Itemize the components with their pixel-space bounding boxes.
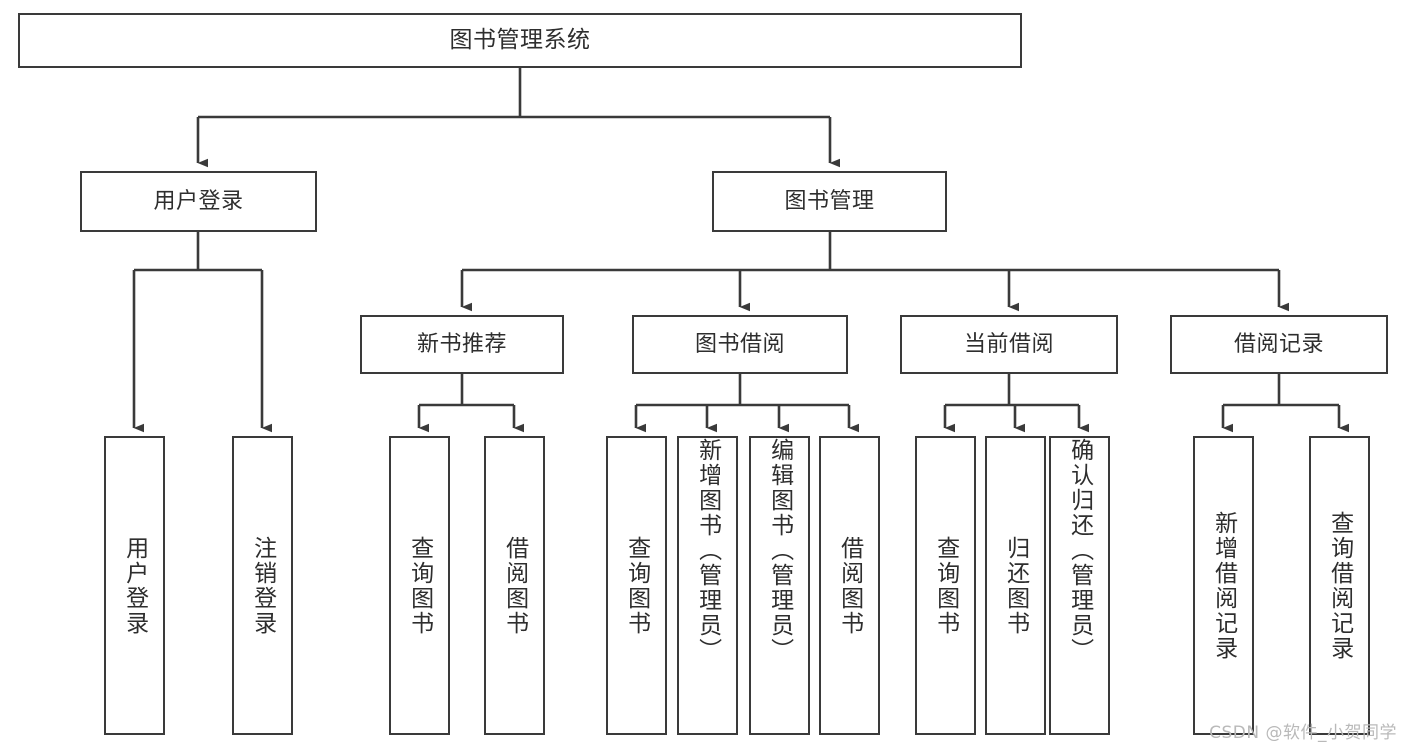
node-leaf-add-book-label: 新增图书（管理员）	[694, 438, 721, 663]
node-book-borrow-label: 图书借阅	[694, 331, 785, 357]
node-root-label: 图书管理系统	[449, 26, 591, 53]
node-leaf-borrow-book-2[interactable]: 借阅图书	[819, 436, 880, 735]
node-leaf-user-login[interactable]: 用户登录	[104, 436, 165, 735]
node-book-borrow[interactable]: 图书借阅	[632, 315, 848, 374]
node-leaf-add-book[interactable]: 新增图书（管理员）	[677, 436, 738, 735]
node-leaf-add-record[interactable]: 新增借阅记录	[1193, 436, 1254, 735]
node-borrow-record-label: 借阅记录	[1233, 331, 1324, 357]
node-user-login[interactable]: 用户登录	[80, 171, 317, 232]
node-new-book-recommend[interactable]: 新书推荐	[360, 315, 564, 374]
node-leaf-return-book[interactable]: 归还图书	[985, 436, 1046, 735]
node-book-manage[interactable]: 图书管理	[712, 171, 947, 232]
node-current-borrow[interactable]: 当前借阅	[900, 315, 1118, 374]
node-leaf-confirm-return-label: 确认归还（管理员）	[1066, 438, 1093, 663]
watermark-text: CSDN @软件_小贺同学	[1209, 723, 1397, 743]
node-new-book-recommend-label: 新书推荐	[416, 331, 507, 357]
node-leaf-borrow-book-1[interactable]: 借阅图书	[484, 436, 545, 735]
node-leaf-return-book-label: 归还图书	[1002, 535, 1029, 636]
node-leaf-query-record-label: 查询借阅记录	[1326, 510, 1353, 661]
node-leaf-user-logout[interactable]: 注销登录	[232, 436, 293, 735]
node-leaf-edit-book[interactable]: 编辑图书（管理员）	[749, 436, 810, 735]
node-leaf-query-book-2-label: 查询图书	[623, 535, 650, 636]
node-leaf-query-record[interactable]: 查询借阅记录	[1309, 436, 1370, 735]
node-leaf-borrow-book-2-label: 借阅图书	[836, 535, 863, 636]
node-user-login-label: 用户登录	[153, 188, 244, 214]
node-leaf-user-login-label: 用户登录	[121, 535, 148, 636]
node-leaf-edit-book-label: 编辑图书（管理员）	[766, 438, 793, 663]
node-book-manage-label: 图书管理	[784, 188, 875, 214]
node-leaf-query-book-3[interactable]: 查询图书	[915, 436, 976, 735]
node-borrow-record[interactable]: 借阅记录	[1170, 315, 1388, 374]
node-leaf-borrow-book-1-label: 借阅图书	[501, 535, 528, 636]
node-leaf-query-book-3-label: 查询图书	[932, 535, 959, 636]
node-leaf-confirm-return[interactable]: 确认归还（管理员）	[1049, 436, 1110, 735]
node-leaf-add-record-label: 新增借阅记录	[1210, 510, 1237, 661]
node-leaf-user-logout-label: 注销登录	[249, 535, 276, 636]
node-root[interactable]: 图书管理系统	[18, 13, 1022, 68]
node-leaf-query-book-2[interactable]: 查询图书	[606, 436, 667, 735]
node-leaf-query-book-1[interactable]: 查询图书	[389, 436, 450, 735]
node-leaf-query-book-1-label: 查询图书	[406, 535, 433, 636]
node-current-borrow-label: 当前借阅	[963, 331, 1054, 357]
